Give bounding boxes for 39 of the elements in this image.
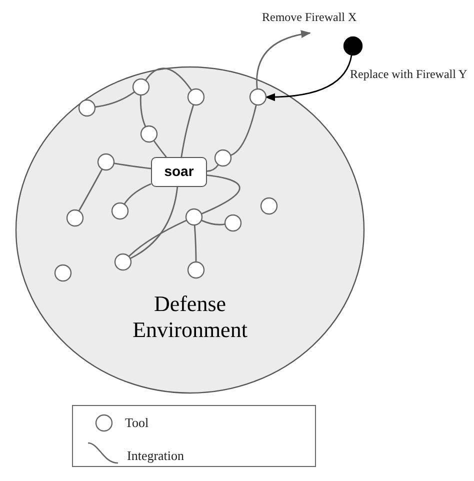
tool-circle bbox=[249, 88, 267, 106]
connector-line bbox=[128, 220, 187, 258]
tool-circle bbox=[78, 99, 96, 117]
connector-line bbox=[201, 174, 240, 215]
connector-line bbox=[144, 68, 192, 91]
tool-circle bbox=[185, 208, 203, 226]
arrow bbox=[265, 54, 352, 101]
connector-line bbox=[206, 164, 219, 172]
tool-circle bbox=[187, 88, 205, 106]
tool-circle bbox=[66, 209, 84, 227]
connector-line bbox=[201, 220, 226, 226]
tool-circle bbox=[260, 197, 278, 215]
connector-line bbox=[78, 168, 103, 212]
connector-line bbox=[130, 186, 178, 260]
connector-line bbox=[180, 104, 194, 158]
tool-circle bbox=[140, 125, 158, 143]
arrow bbox=[256, 30, 311, 90]
tool-circle bbox=[187, 261, 205, 279]
connector-line bbox=[194, 224, 197, 262]
connector-line bbox=[153, 140, 167, 158]
legend-label: Tool bbox=[125, 416, 149, 430]
tool-circle bbox=[111, 202, 129, 220]
tool-circle bbox=[54, 264, 72, 282]
connector-line bbox=[124, 183, 152, 205]
filled-dot bbox=[343, 36, 363, 56]
environment-label: Defense Environment bbox=[132, 291, 248, 343]
tool-circle bbox=[214, 149, 232, 167]
connector-line bbox=[94, 91, 135, 108]
edge-label: Replace with Firewall Y bbox=[350, 67, 468, 81]
process-box: soar bbox=[151, 157, 207, 187]
connector-line bbox=[140, 94, 146, 128]
connector-line bbox=[230, 104, 257, 156]
tool-circle bbox=[224, 214, 242, 232]
tool-circle bbox=[132, 78, 150, 96]
tool-circle bbox=[114, 253, 132, 271]
legend-label: Integration bbox=[127, 449, 184, 463]
connector-line bbox=[114, 162, 152, 170]
tool-circle bbox=[97, 153, 115, 171]
edge-label: Remove Firewall X bbox=[262, 10, 357, 24]
